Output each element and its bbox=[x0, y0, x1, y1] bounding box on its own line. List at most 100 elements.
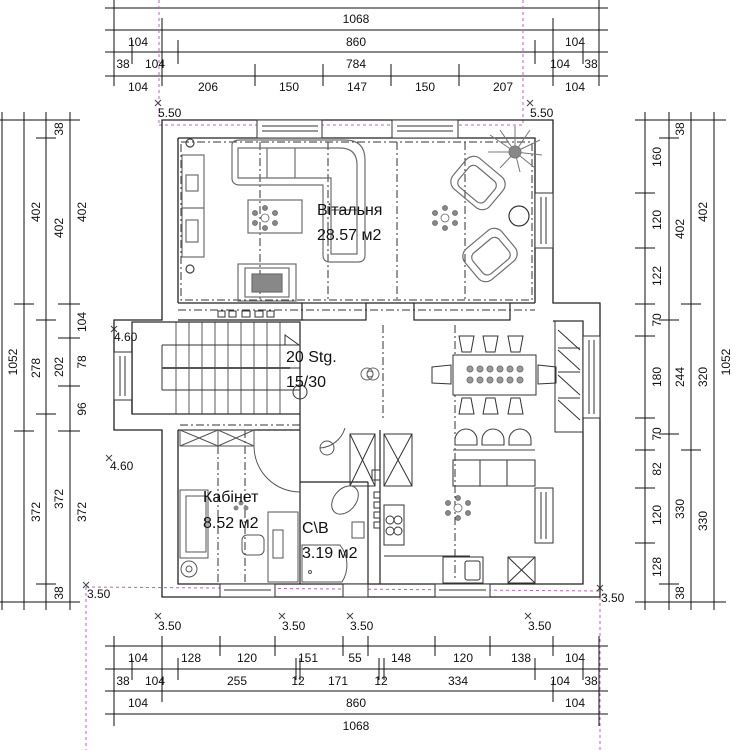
dim-label: 38 bbox=[673, 122, 687, 136]
dim-label: 38 bbox=[584, 674, 598, 688]
dim-label: 104 bbox=[565, 80, 585, 94]
dim-label: 148 bbox=[391, 651, 411, 665]
dim-label: 207 bbox=[493, 80, 513, 94]
plant-icon bbox=[488, 126, 543, 173]
dining-furniture bbox=[431, 335, 557, 415]
level-label: 4.60 bbox=[114, 330, 138, 344]
windows bbox=[113, 119, 601, 598]
dim-label: 151 bbox=[298, 651, 318, 665]
study-light-icon bbox=[233, 500, 249, 511]
dim-label: 402 bbox=[52, 218, 66, 238]
room-area-bathroom: 3.19 м2 bbox=[302, 545, 358, 562]
dim-label: 402 bbox=[75, 202, 89, 222]
dim-label: 128 bbox=[650, 557, 664, 577]
dim-label: 38 bbox=[673, 586, 687, 600]
dim-label: 104 bbox=[145, 674, 165, 688]
dim-label: 372 bbox=[52, 489, 66, 509]
dim-label: 12 bbox=[374, 674, 388, 688]
dim-label: 320 bbox=[696, 367, 710, 387]
dim-label: 120 bbox=[453, 651, 473, 665]
dim-label: 104 bbox=[128, 651, 148, 665]
room-area-living: 28.57 м2 bbox=[317, 227, 381, 244]
dim-label: 12 bbox=[291, 674, 305, 688]
level-label: 3.50 bbox=[528, 619, 552, 633]
sideboard bbox=[554, 320, 584, 433]
dim-label: 122 bbox=[650, 266, 664, 286]
dim-bottom-total: 1068 bbox=[343, 719, 370, 733]
dim-label: 38 bbox=[116, 674, 130, 688]
dim-label: 334 bbox=[448, 674, 468, 688]
level-label: 4.60 bbox=[110, 459, 134, 473]
dim-label: 104 bbox=[565, 35, 585, 49]
dim-label: 120 bbox=[650, 210, 664, 230]
dim-label: 38 bbox=[52, 122, 66, 136]
dim-top-total: 1068 bbox=[343, 12, 370, 26]
dim-label: 206 bbox=[198, 80, 218, 94]
dim-label: 38 bbox=[116, 57, 130, 71]
room-area-study: 8.52 м2 bbox=[203, 515, 259, 532]
dim-left-total: 1052 bbox=[6, 348, 20, 375]
dim-label: 120 bbox=[650, 505, 664, 525]
top-dimensions bbox=[105, 0, 608, 86]
dim-right-total: 1052 bbox=[719, 348, 733, 375]
level-labels: 5.50 5.50 4.60 4.60 3.50 3.50 3.50 3.50 … bbox=[87, 106, 625, 633]
dim-label: 784 bbox=[346, 57, 366, 71]
stair-cabinets bbox=[217, 310, 275, 318]
dim-label: 104 bbox=[75, 312, 89, 332]
level-label: 5.50 bbox=[158, 106, 182, 120]
bottom-dimension-labels: 104 128 120 151 55 148 120 138 104 38 10… bbox=[116, 651, 598, 733]
dim-label: 128 bbox=[181, 651, 201, 665]
level-label: 3.50 bbox=[350, 619, 374, 633]
dim-label: 96 bbox=[75, 402, 89, 416]
dim-label: 70 bbox=[650, 313, 664, 327]
bathroom-fixtures bbox=[301, 427, 365, 583]
room-name-living: Вітальня bbox=[317, 202, 382, 219]
bar-stools bbox=[452, 428, 536, 487]
room-name-bathroom: С\В bbox=[302, 520, 329, 537]
left-dimensions bbox=[0, 112, 80, 610]
right-dimension-labels: 160 120 122 70 180 70 82 120 128 38 402 … bbox=[650, 122, 733, 600]
kitchen-units bbox=[349, 433, 536, 584]
dim-label: 402 bbox=[29, 202, 43, 222]
study-furniture bbox=[179, 429, 301, 583]
dim-label: 104 bbox=[145, 57, 165, 71]
dim-label: 860 bbox=[346, 35, 366, 49]
left-dimension-labels: 1052 402 278 372 38 402 202 372 38 402 1… bbox=[6, 122, 89, 600]
living-furniture bbox=[181, 138, 530, 302]
top-dimension-labels: 1068 104 860 104 38 104 784 104 38 104 2… bbox=[116, 12, 598, 94]
dim-label: 147 bbox=[347, 80, 367, 94]
ceiling-light-icon bbox=[252, 205, 458, 231]
dim-label: 104 bbox=[565, 651, 585, 665]
dim-label: 104 bbox=[128, 696, 148, 710]
room-name-study: Кабінет bbox=[203, 489, 259, 506]
dim-label: 120 bbox=[237, 651, 257, 665]
dim-label: 244 bbox=[673, 367, 687, 387]
dim-label: 150 bbox=[415, 80, 435, 94]
dim-label: 104 bbox=[550, 57, 570, 71]
room-labels: Вітальня 28.57 м2 Кабінет 8.52 м2 С\В 3.… bbox=[203, 202, 382, 562]
dim-label: 278 bbox=[29, 358, 43, 378]
stair-steps-label: 20 Stg. bbox=[286, 349, 337, 366]
dim-label: 104 bbox=[128, 35, 148, 49]
dim-label: 138 bbox=[511, 651, 531, 665]
right-dimensions bbox=[635, 112, 726, 610]
level-markers bbox=[82, 99, 604, 620]
dim-label: 372 bbox=[29, 502, 43, 522]
staircase bbox=[161, 322, 308, 414]
dim-label: 150 bbox=[279, 80, 299, 94]
stair-ratio-label: 15/30 bbox=[286, 374, 326, 391]
dim-label: 402 bbox=[673, 219, 687, 239]
dim-label: 255 bbox=[227, 674, 247, 688]
dim-label: 78 bbox=[75, 355, 89, 369]
dim-label: 330 bbox=[673, 499, 687, 519]
dim-label: 38 bbox=[584, 57, 598, 71]
level-label: 5.50 bbox=[530, 106, 554, 120]
dim-label: 104 bbox=[128, 80, 148, 94]
dim-label: 402 bbox=[696, 202, 710, 222]
dim-label: 70 bbox=[650, 427, 664, 441]
bottom-dimensions bbox=[105, 636, 608, 726]
level-label: 3.50 bbox=[601, 591, 625, 605]
level-label: 3.50 bbox=[158, 619, 182, 633]
dim-label: 104 bbox=[550, 674, 570, 688]
